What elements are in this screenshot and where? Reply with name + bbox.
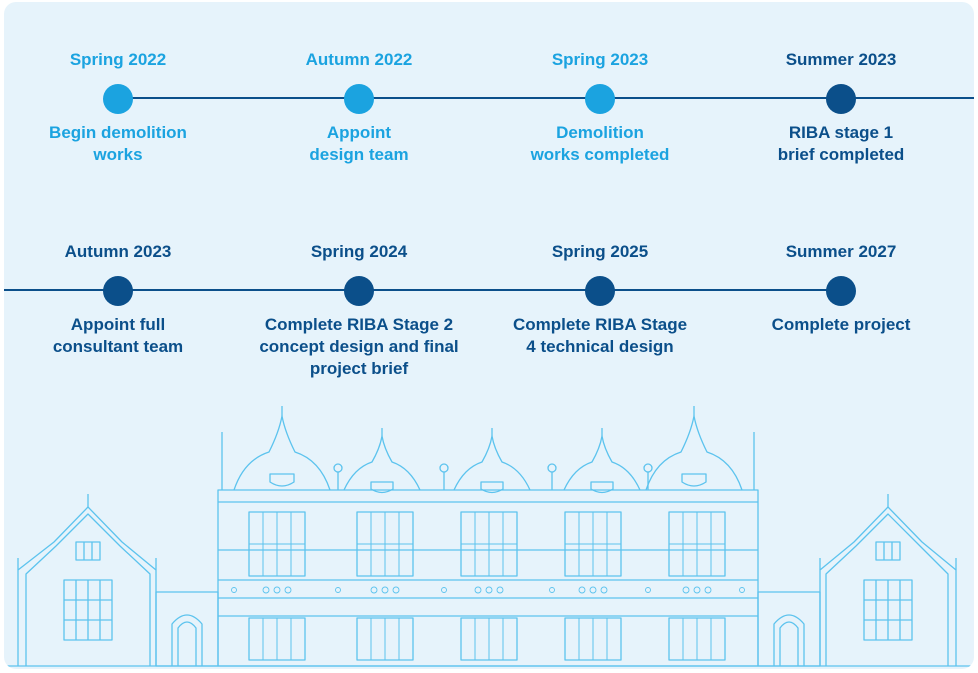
bay-windows [248,511,726,661]
milestone-description: Demolition works completed [530,123,670,164]
milestone-autumn-2023: Autumn 2023 Appoint full consultant team [18,242,218,358]
timeline-panel: Spring 2022 Begin demolition works Autum… [4,2,974,669]
milestone-description: Begin demolition works [49,123,187,164]
milestone-date: Summer 2027 [785,242,897,261]
building-facade-outline-icon [4,406,974,667]
milestone-date: Spring 2025 [551,242,649,261]
milestone-dot-icon [344,84,374,114]
milestone-autumn-2022: Autumn 2022 Appoint design team [259,50,459,166]
milestone-description: Complete RIBA Stage 4 technical design [512,315,688,356]
milestone-spring-2023: Spring 2023 Demolition works completed [500,50,700,166]
milestone-dot-icon [826,84,856,114]
milestone-description: RIBA stage 1 brief completed [777,123,905,164]
milestone-description: Complete RIBA Stage 2 concept design and… [259,315,459,378]
left-gate [155,591,219,667]
milestone-dot-icon [103,84,133,114]
milestone-date: Autumn 2023 [64,242,172,261]
milestone-date: Summer 2023 [785,50,897,69]
right-wing [819,494,957,666]
milestone-dot-icon [585,84,615,114]
main-block [217,406,759,667]
right-gate [757,591,821,667]
milestone-dot-icon [344,276,374,306]
milestone-spring-2022: Spring 2022 Begin demolition works [18,50,218,166]
milestone-date: Autumn 2022 [305,50,413,69]
milestone-dot-icon [585,276,615,306]
milestone-description: Appoint full consultant team [52,315,184,356]
milestone-description: Appoint design team [309,123,409,164]
milestone-date: Spring 2022 [69,50,167,69]
milestone-spring-2025: Spring 2025 Complete RIBA Stage 4 techni… [500,242,700,358]
timeline-line-2 [4,289,838,291]
timeline-row-2: Autumn 2023 Appoint full consultant team… [4,190,974,378]
left-wing [17,494,157,666]
timeline-line-1 [118,97,974,99]
milestone-description: Complete project [771,315,911,334]
milestone-summer-2027: Summer 2027 Complete project [741,242,941,336]
milestone-dot-icon [103,276,133,306]
milestone-dot-icon [826,276,856,306]
milestone-date: Spring 2023 [551,50,649,69]
milestone-date: Spring 2024 [310,242,408,261]
milestone-summer-2023: Summer 2023 RIBA stage 1 brief completed [741,50,941,166]
milestone-spring-2024: Spring 2024 Complete RIBA Stage 2 concep… [259,242,459,380]
timeline-row-1: Spring 2022 Begin demolition works Autum… [4,2,974,164]
